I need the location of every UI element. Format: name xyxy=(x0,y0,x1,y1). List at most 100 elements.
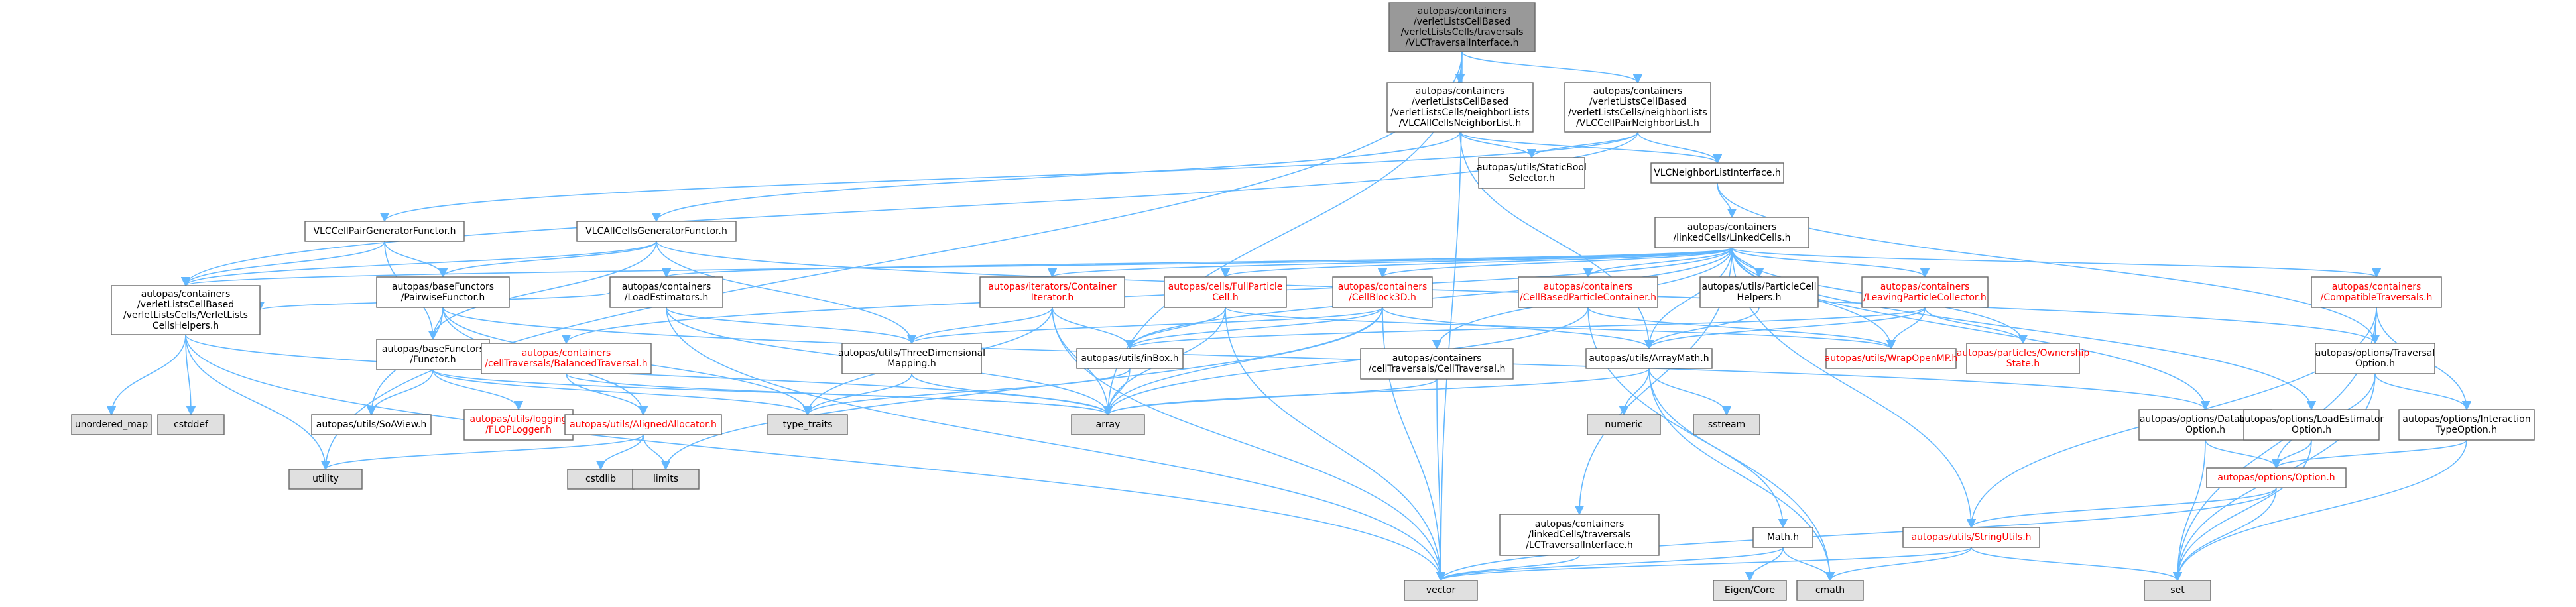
node-cellPairNL[interactable]: autopas/containers/verletListsCellBased/… xyxy=(1564,82,1711,133)
node-box xyxy=(979,276,1125,308)
edge-arrayMath-to-array xyxy=(1103,368,1650,416)
node-label-line: autopas/options/LoadEstimator xyxy=(2239,414,2384,425)
node-box xyxy=(481,343,652,374)
node-label-line: autopas/baseFunctors xyxy=(382,344,484,355)
node-label-line: autopas/containers xyxy=(1392,353,1482,364)
node-box xyxy=(1966,343,2080,374)
node-label-line: autopas/utils/ThreeDimensional xyxy=(838,348,985,359)
node-cellBlock3D[interactable]: autopas/containers/CellBlock3D.h xyxy=(1332,276,1433,308)
node-alignedAllocator[interactable]: autopas/utils/AlignedAllocator.h xyxy=(564,414,722,435)
node-vlcNLInterface[interactable]: VLCNeighborListInterface.h xyxy=(1650,162,1784,184)
node-box xyxy=(1388,2,1536,52)
node-set: set xyxy=(2144,580,2211,601)
node-array: array xyxy=(1071,414,1145,435)
node-label-line: autopas/containers xyxy=(1687,222,1777,233)
node-cellTraversal[interactable]: autopas/containers/cellTraversals/CellTr… xyxy=(1360,348,1514,380)
node-box xyxy=(1360,348,1514,380)
node-mathH[interactable]: Math.h xyxy=(1752,527,1813,548)
node-label-line: /verletListsCellBased xyxy=(1589,97,1686,107)
node-vlcHelpers[interactable]: autopas/containers/verletListsCellBased/… xyxy=(111,285,261,335)
edge-containerIterator-to-vector xyxy=(1052,307,1446,582)
node-cellBasedParticleContainer[interactable]: autopas/containers/CellBasedParticleCont… xyxy=(1518,276,1658,308)
node-label-line: TypeOption.h xyxy=(2435,425,2497,435)
node-compatibleTraversals[interactable]: autopas/containers/CompatibleTraversals.… xyxy=(2311,276,2442,308)
edge-arrayMath-to-cmath xyxy=(1648,368,1835,582)
edge-linkedCells-to-cellBlock3D xyxy=(1378,247,1733,278)
node-option[interactable]: autopas/options/Option.h xyxy=(2206,467,2347,488)
edge-allCellsNL-to-allCellsGenFunctor xyxy=(652,131,1461,223)
node-flopLogger[interactable]: autopas/utils/logging/FLOPLogger.h xyxy=(463,409,574,441)
edge-interactionTypeOption-to-option xyxy=(2271,439,2467,469)
edge-linkedCells-to-compatibleTraversals xyxy=(1731,247,2381,278)
edge-linkedCells-to-balancedTraversal xyxy=(562,247,1733,345)
node-soaView[interactable]: autopas/utils/SoAView.h xyxy=(311,414,432,435)
node-box xyxy=(1164,276,1287,308)
node-wrapOpenMP[interactable]: autopas/utils/WrapOpenMP.h xyxy=(1825,348,1958,369)
node-inBox[interactable]: autopas/utils/inBox.h xyxy=(1076,348,1184,369)
edge-vlcHelpers-to-vector xyxy=(185,334,1446,582)
node-numeric: numeric xyxy=(1587,414,1661,435)
node-label-line: /verletListsCellBased xyxy=(137,300,234,310)
node-balancedTraversal[interactable]: autopas/containers/cellTraversals/Balanc… xyxy=(481,343,652,374)
edge-leavingParticleCollector-to-ownershipState xyxy=(1924,307,2028,345)
node-label-line: Option.h xyxy=(2292,425,2331,435)
node-label-line: autopas/baseFunctors xyxy=(392,282,494,292)
node-lcTraversalInterface[interactable]: autopas/containers/linkedCells/traversal… xyxy=(1499,514,1660,556)
node-box xyxy=(2315,343,2435,374)
edge-threeDimMapping-to-array xyxy=(911,373,1113,416)
edge-arrayMath-to-sstream xyxy=(1648,368,1732,416)
node-box xyxy=(1699,276,1819,308)
node-label-line: autopas/containers xyxy=(2332,282,2422,292)
node-label-line: /linkedCells/LinkedCells.h xyxy=(1673,233,1790,243)
node-label-line: /VLCCellPairNeighborList.h xyxy=(1576,118,1699,129)
node-label-line: autopas/utils/ArrayMath.h xyxy=(1589,353,1709,364)
edge-mathH-to-cmath xyxy=(1782,547,1835,582)
node-allCellsGenFunctor[interactable]: VLCAllCellsGeneratorFunctor.h xyxy=(576,221,737,242)
edge-traversalOption-to-interactionTypeOption xyxy=(2374,373,2472,411)
node-box xyxy=(564,414,722,435)
node-label-line: autopas/containers xyxy=(522,348,611,359)
node-functor[interactable]: autopas/baseFunctors/Functor.h xyxy=(376,339,490,370)
node-box xyxy=(1386,82,1534,133)
node-pairwiseFunctor[interactable]: autopas/baseFunctors/PairwiseFunctor.h xyxy=(376,276,510,308)
node-eigenCore: Eigen/Core xyxy=(1713,580,1787,601)
node-leavingParticleCollector[interactable]: autopas/containers/LeavingParticleCollec… xyxy=(1861,276,1989,308)
edge-linkedCells-to-leavingParticleCollector xyxy=(1731,247,1930,278)
nodes-layer: autopas/containers/verletListsCellBased /… xyxy=(71,2,2535,601)
node-box xyxy=(2144,580,2211,601)
node-label-line: /PairwiseFunctor.h xyxy=(401,292,485,303)
node-box xyxy=(71,414,152,435)
node-label-line: autopas/containers xyxy=(1416,86,1505,97)
node-box xyxy=(1564,82,1711,133)
node-label-line: /LeavingParticleCollector.h xyxy=(1863,292,1986,303)
node-label-line: autopas/options/Interaction xyxy=(2402,414,2530,425)
node-box xyxy=(304,221,465,242)
node-label-line: array xyxy=(1096,419,1121,430)
node-loadEstimators[interactable]: autopas/containers/LoadEstimators.h xyxy=(609,276,723,308)
edge-pairwiseFunctor-to-functor xyxy=(428,307,444,341)
edge-allCellsNL-to-vlcNLInterface xyxy=(1459,131,1722,164)
node-arrayMath[interactable]: autopas/utils/ArrayMath.h xyxy=(1585,348,1713,369)
node-box xyxy=(1796,580,1864,601)
edge-fullParticleCell-to-vector xyxy=(1225,307,1446,582)
node-cellPairGenFunctor[interactable]: VLCCellPairGeneratorFunctor.h xyxy=(304,221,465,242)
node-allCellsNL[interactable]: autopas/containers/verletListsCellBased/… xyxy=(1386,82,1534,133)
edge-root-to-utility xyxy=(320,51,1463,470)
edge-cellBlock3D-to-limits xyxy=(660,307,1383,470)
node-label-line: autopas/utils/StaticBool xyxy=(1477,162,1587,173)
node-stringUtils[interactable]: autopas/utils/StringUtils.h xyxy=(1902,527,2040,548)
edge-inBox-to-typeTraits xyxy=(802,368,1131,416)
node-root[interactable]: autopas/containers/verletListsCellBased/… xyxy=(1388,2,1536,52)
edge-vlcNLInterface-to-traversalOption xyxy=(1717,182,2380,345)
node-label-line: unordered_map xyxy=(75,419,148,430)
node-linkedCells[interactable]: autopas/containers/linkedCells/LinkedCel… xyxy=(1654,217,1809,248)
